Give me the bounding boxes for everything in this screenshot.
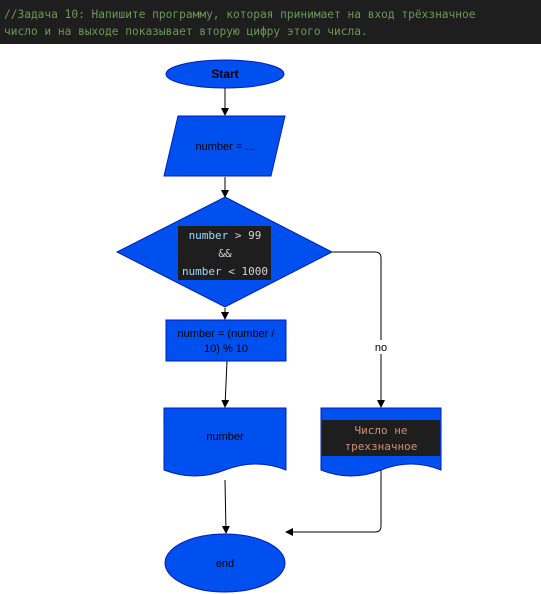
decision-line-3: number < 1000 xyxy=(182,265,268,278)
start-label: Start xyxy=(211,67,238,81)
comment-line-2: число и на выходе показывает вторую цифр… xyxy=(4,25,368,38)
end-terminator xyxy=(164,533,286,593)
edge-decision-no-branch xyxy=(332,251,385,408)
edge-output-to-end xyxy=(221,479,230,534)
decision-line-2: && xyxy=(218,247,232,260)
decision-line-1: number > 99 xyxy=(189,229,262,242)
edge-message-to-end xyxy=(285,470,382,536)
decision-code-box xyxy=(178,226,271,280)
process-rectangle xyxy=(165,319,287,362)
message-line-1: Число не xyxy=(355,424,408,437)
edge-process-to-output xyxy=(221,360,230,408)
output-label: number xyxy=(206,431,244,443)
no-label-bg xyxy=(373,340,389,354)
message-code-box xyxy=(322,420,440,456)
comment-line-1: //Задача 10: Напишите программу, которая… xyxy=(4,8,476,21)
input-parallelogram xyxy=(163,115,286,177)
start-terminator xyxy=(165,59,285,89)
process-label-line-1: number = (number / xyxy=(178,328,276,340)
edge-label-no: no xyxy=(375,342,387,354)
input-label: number = ... xyxy=(195,141,254,153)
output-document xyxy=(163,407,287,477)
message-line-2: трехзначное xyxy=(345,440,418,453)
process-label-line-2: 10) % 10 xyxy=(204,343,248,355)
code-comment-header: //Задача 10: Напишите программу, которая… xyxy=(0,0,541,44)
end-label: end xyxy=(216,558,234,570)
